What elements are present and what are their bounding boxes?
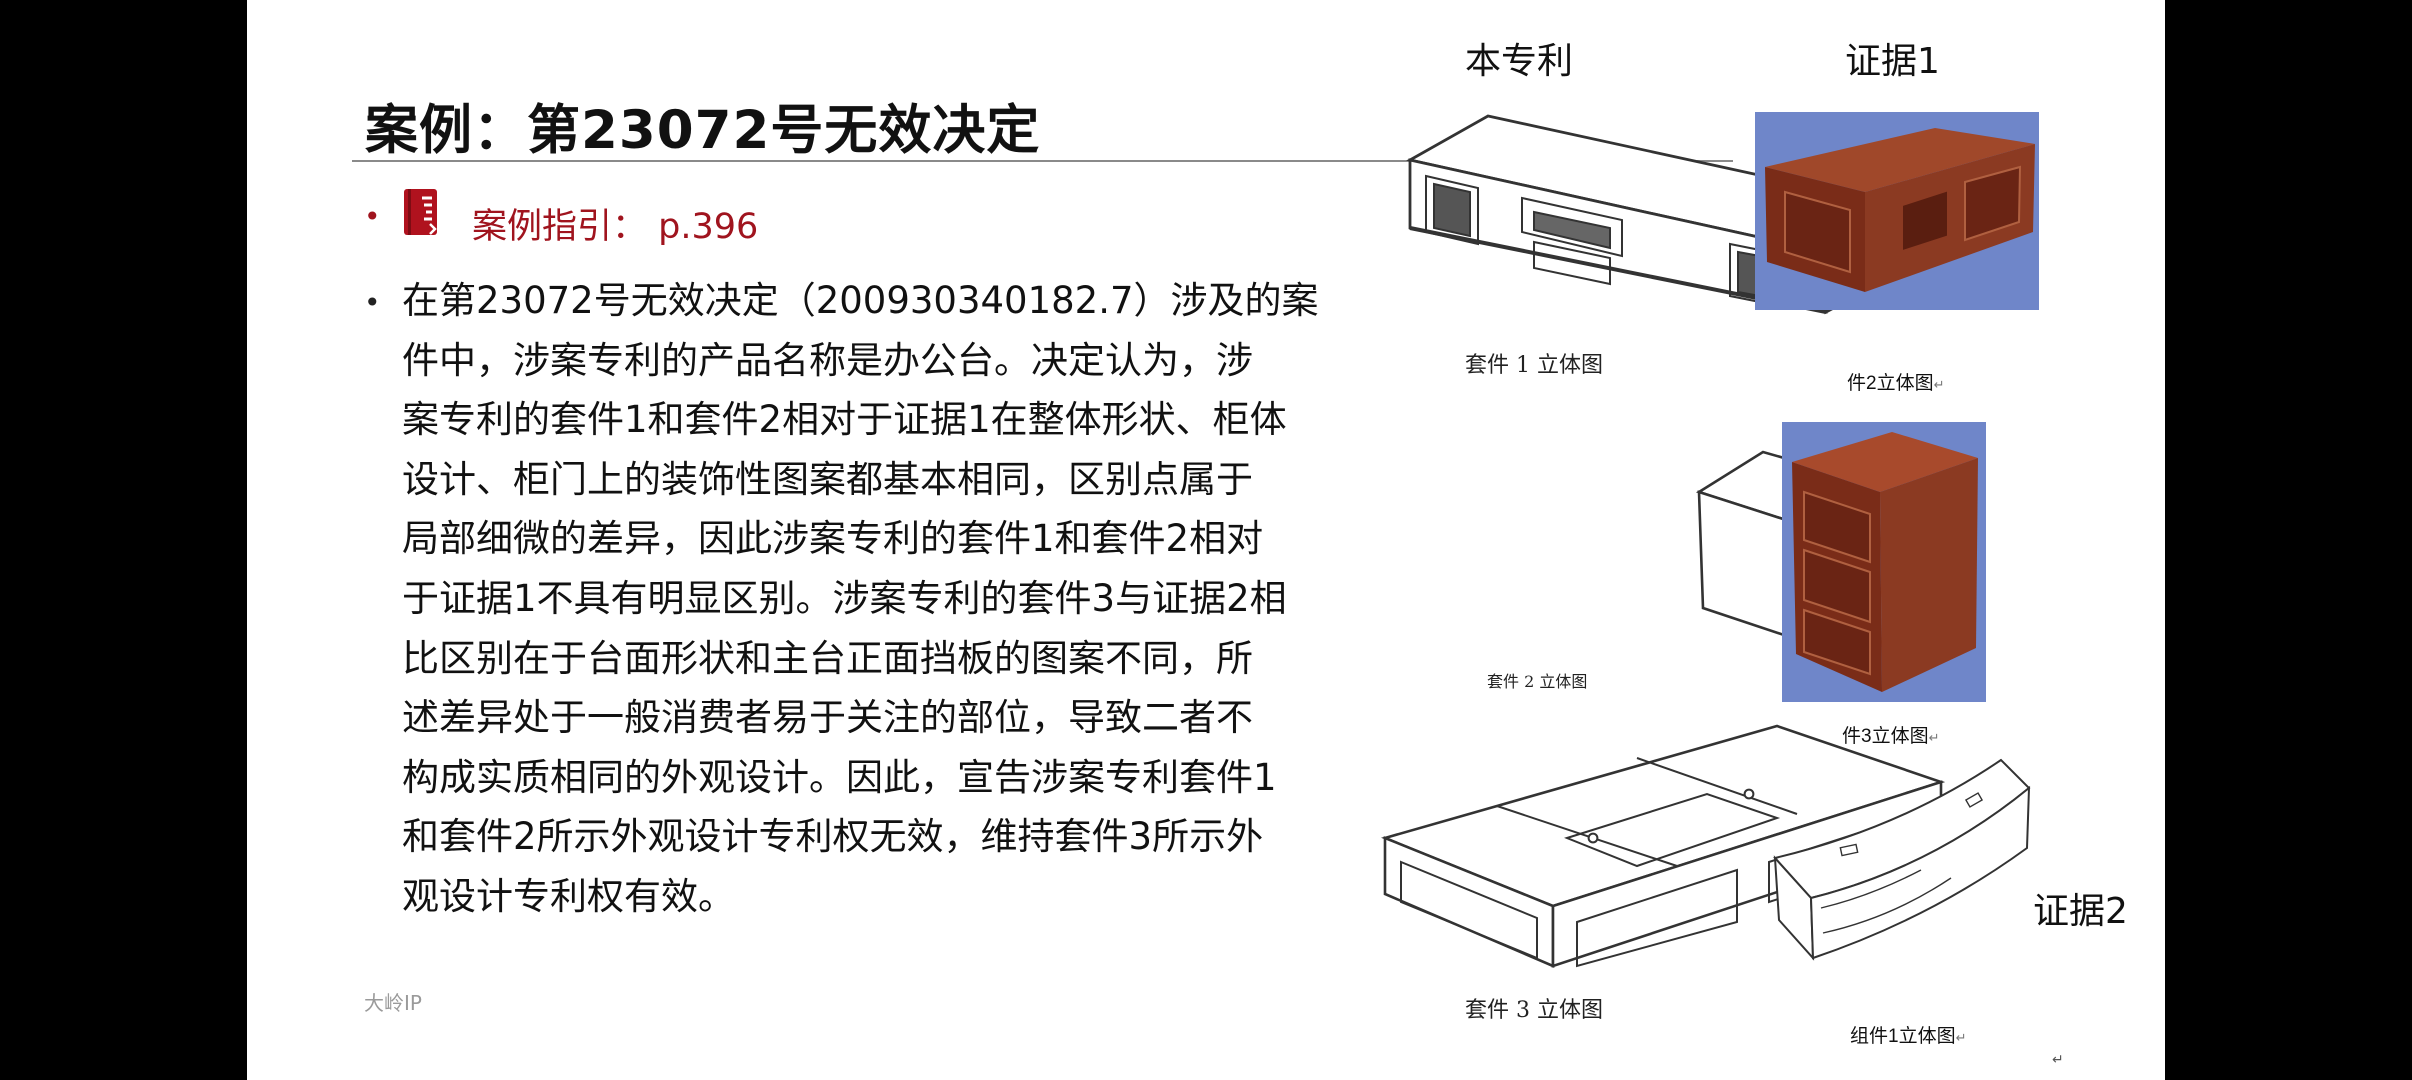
case-guide-link[interactable]: 案例指引： p.396 bbox=[472, 207, 759, 247]
body-line: 比区别在于台面形状和主台正面挡板的图案不同，所 bbox=[402, 636, 1253, 680]
book-icon bbox=[404, 189, 437, 235]
evidence2-item1-drawing bbox=[1773, 758, 2031, 961]
footer-brand: 大岭IP bbox=[364, 991, 422, 1015]
heading-evidence-1: 证据1 bbox=[1845, 41, 1940, 82]
body-line: 构成实质相同的外观设计。因此，宣告涉案专利套件1 bbox=[402, 755, 1277, 799]
return-mark: ↵ bbox=[2052, 1052, 2064, 1068]
title-divider bbox=[352, 160, 1462, 162]
title-divider-right bbox=[1697, 160, 1733, 162]
heading-this-patent: 本专利 bbox=[1465, 41, 1574, 82]
body-line: 在第23072号无效决定（200930340182.7）涉及的案 bbox=[402, 279, 1319, 322]
body-line: 和套件2所示外观设计专利权无效，维持套件3所示外 bbox=[402, 815, 1264, 859]
case-description: 在第23072号无效决定（200930340182.7）涉及的案件中，涉案专利的… bbox=[402, 271, 1319, 927]
slide: 案例：第23072号无效决定 • 案例指引： p.396 • 在第23072号无… bbox=[247, 0, 2165, 1080]
body-line: 于证据1不具有明显区别。涉案专利的套件3与证据2相 bbox=[402, 576, 1287, 620]
body-line: 述差异处于一般消费者易于关注的部位，导致二者不 bbox=[402, 696, 1253, 740]
page-title: 案例：第23072号无效决定 bbox=[365, 100, 1041, 161]
caption-suite2: 套件 2 立体图 bbox=[1487, 672, 1588, 691]
suite3-drawing bbox=[1381, 724, 1945, 968]
evidence1-item2-photo bbox=[1755, 112, 2039, 310]
body-line: 件中，涉案专利的产品名称是办公台。决定认为，涉 bbox=[402, 338, 1253, 382]
bullet: • bbox=[364, 200, 381, 233]
heading-evidence-2: 证据2 bbox=[2033, 891, 2128, 932]
bullet: • bbox=[364, 286, 381, 319]
caption-suite3: 套件 3 立体图 bbox=[1465, 998, 1603, 1023]
caption-suite1: 套件 1 立体图 bbox=[1465, 353, 1603, 378]
body-line: 观设计专利权有效。 bbox=[402, 874, 735, 918]
body-line: 案专利的套件1和套件2相对于证据1在整体形状、柜体 bbox=[402, 398, 1287, 442]
evidence1-item3-photo bbox=[1782, 422, 1986, 702]
caption-evidence-item2: 件2立体图↵ bbox=[1847, 373, 1945, 394]
caption-evidence-item3: 件3立体图↵ bbox=[1842, 726, 1940, 747]
body-line: 局部细微的差异，因此涉案专利的套件1和套件2相对 bbox=[402, 517, 1264, 561]
caption-evidence2-item1: 组件1立体图↵ bbox=[1850, 1026, 1967, 1047]
body-line: 设计、柜门上的装饰性图案都基本相同，区别点属于 bbox=[402, 457, 1253, 501]
